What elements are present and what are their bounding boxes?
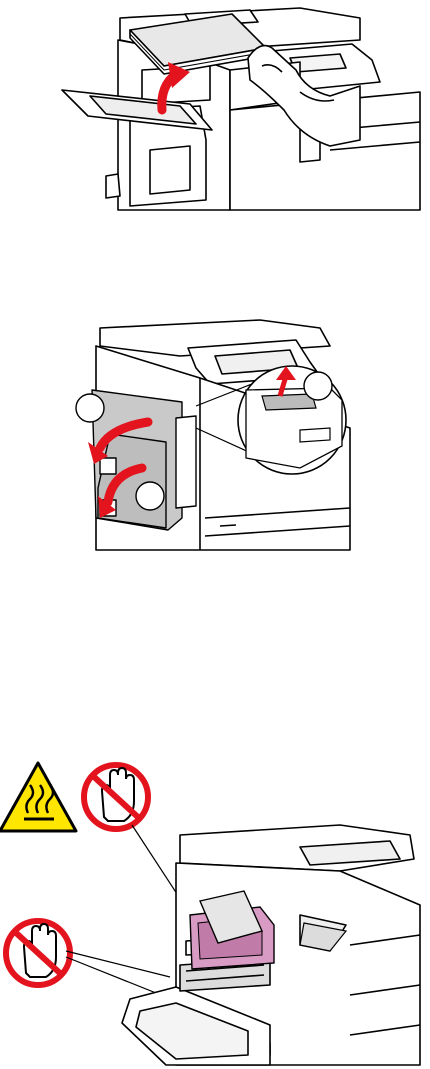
callout-1	[304, 372, 332, 400]
printer-load-illustration	[0, 0, 430, 215]
figure-fuser-warning	[0, 755, 430, 1069]
printer-fuser-illustration	[0, 755, 430, 1069]
no-touch-hand-icon-2	[6, 921, 70, 985]
figure-open-left-cover	[0, 318, 430, 553]
no-touch-hand-icon	[84, 765, 148, 829]
printer-cover-illustration	[0, 318, 430, 553]
hot-surface-warning-icon	[0, 763, 76, 831]
figure-load-paper	[0, 0, 430, 215]
callout-3	[136, 482, 164, 510]
callout-2	[76, 394, 104, 422]
